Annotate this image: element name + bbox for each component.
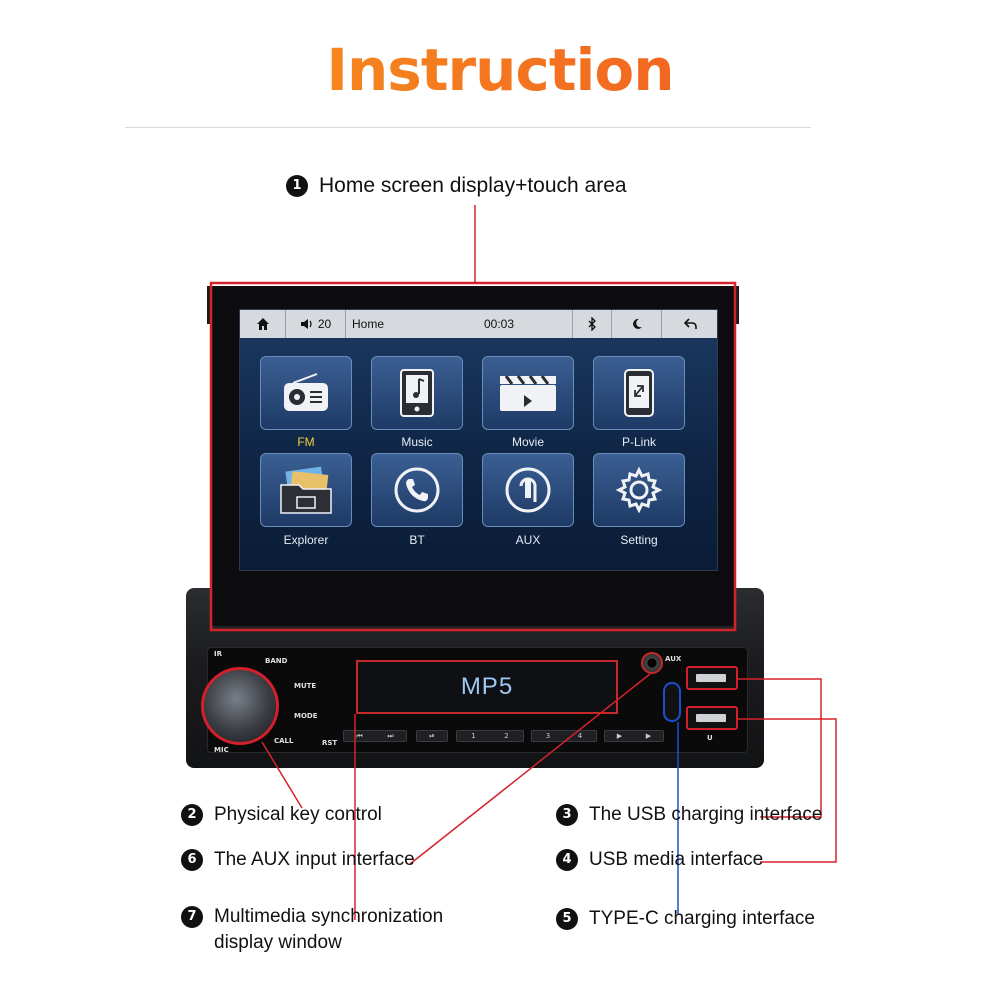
app-movie[interactable]	[482, 356, 574, 430]
night-mode-button[interactable]	[612, 310, 662, 338]
preset-4-label: 4	[577, 732, 583, 740]
bluetooth-status[interactable]	[572, 310, 612, 338]
callout-4-number: 4	[556, 849, 578, 871]
phone-call-icon	[394, 467, 440, 513]
clapperboard-icon	[500, 375, 556, 411]
volume-indicator[interactable]: 20	[286, 310, 346, 338]
band-button[interactable]: BAND	[265, 657, 288, 665]
callout-7: 7 Multimedia synchronization display win…	[181, 904, 464, 956]
folder-photos-icon	[280, 466, 332, 514]
music-file-icon	[400, 369, 434, 417]
multimedia-display-window: MP5	[356, 660, 618, 714]
callout-4: 4 USB media interface	[556, 847, 763, 873]
reset-button[interactable]: RST	[322, 739, 338, 747]
usb-charging-port[interactable]	[686, 666, 738, 690]
app-fm[interactable]	[260, 356, 352, 430]
preset-3-label: 3	[545, 732, 551, 740]
app-plink[interactable]	[593, 356, 685, 430]
page-title: Instruction	[0, 34, 1000, 106]
mode-button[interactable]: MODE	[294, 712, 318, 720]
next-track-icon: ⏭	[387, 731, 394, 740]
title-area: Home 00:03	[346, 310, 572, 338]
usb-charging-port-slot	[696, 674, 726, 682]
callout-1: 1 Home screen display+touch area	[286, 173, 627, 199]
previous-track-icon: ⏮	[356, 731, 363, 740]
bluetooth-icon	[588, 317, 596, 331]
callout-3-text: The USB charging interface	[589, 804, 823, 825]
app-aux[interactable]	[482, 453, 574, 527]
callout-2: 2 Physical key control	[181, 802, 382, 828]
play-pause-icon: ⏯	[429, 731, 435, 740]
preset-1-label: 1	[471, 732, 476, 740]
touch-display[interactable]: 20 Home 00:03 FM Music	[239, 309, 718, 571]
aux-plug-icon	[505, 467, 551, 513]
usb-media-port[interactable]	[686, 706, 738, 730]
callout-5: 5 TYPE-C charging interface	[556, 906, 815, 932]
app-bt-label: BT	[409, 533, 425, 547]
moon-icon	[632, 318, 642, 329]
app-movie-label: Movie	[511, 435, 544, 449]
phone-link-icon	[624, 369, 654, 417]
callout-5-text: TYPE-C charging interface	[589, 908, 815, 929]
speaker-icon	[300, 319, 312, 329]
current-page-label: Home	[352, 317, 385, 331]
mute-button[interactable]: MUTE	[294, 682, 317, 690]
mic-label: MIC	[214, 746, 229, 754]
prev-next-buttons[interactable]: ⏮⏭	[343, 730, 407, 742]
aux-input-jack[interactable]	[641, 652, 663, 674]
repeat-icon: ▶	[616, 732, 623, 740]
app-aux-label: AUX	[515, 533, 541, 547]
app-setting-label: Setting	[620, 533, 658, 547]
app-bt[interactable]	[371, 453, 463, 527]
play-pause-button[interactable]: ⏯	[416, 730, 448, 742]
callout-2-text: Physical key control	[214, 804, 382, 825]
preset-2-label: 2	[504, 732, 509, 740]
callout-1-text: Home screen display+touch area	[319, 174, 627, 197]
app-plink-label: P-Link	[621, 435, 656, 449]
back-arrow-icon	[683, 318, 697, 329]
callout-4-text: USB media interface	[589, 849, 764, 870]
call-button[interactable]: CALL	[274, 737, 294, 745]
callout-3: 3 The USB charging interface	[556, 802, 822, 828]
app-music[interactable]	[371, 356, 463, 430]
callout-3-number: 3	[556, 804, 578, 826]
typec-port[interactable]	[663, 682, 681, 722]
app-explorer-label: Explorer	[283, 533, 329, 547]
callout-7-number: 7	[181, 906, 203, 928]
home-icon	[256, 318, 269, 330]
usb-media-port-slot	[696, 714, 726, 722]
app-explorer[interactable]	[260, 453, 352, 527]
app-setting[interactable]	[593, 453, 685, 527]
volume-level: 20	[317, 317, 332, 331]
back-button[interactable]	[662, 310, 717, 338]
app-music-label: Music	[401, 435, 433, 449]
repeat-shuffle-button[interactable]: ▶▶	[604, 730, 664, 742]
ir-label: IR	[214, 650, 222, 658]
radio-icon	[284, 373, 328, 411]
home-button[interactable]	[240, 310, 286, 338]
aux-label: AUX	[665, 655, 682, 663]
callout-2-number: 2	[181, 804, 203, 826]
callout-7-text: Multimedia synchronization display windo…	[214, 906, 444, 953]
callout-6-number: 6	[181, 849, 203, 871]
usb-label: U	[707, 734, 713, 742]
callout-6: 6 The AUX input interface	[181, 847, 415, 873]
callout-6-text: The AUX input interface	[214, 849, 415, 870]
callout-1-number: 1	[286, 175, 308, 197]
volume-knob[interactable]	[201, 667, 279, 745]
gear-icon	[615, 466, 663, 514]
title-divider	[125, 127, 811, 128]
shuffle-icon: ▶	[645, 732, 652, 740]
clock: 00:03	[483, 317, 514, 331]
status-bar: 20 Home 00:03	[240, 310, 717, 338]
app-fm-label: FM	[297, 435, 315, 449]
callout-5-number: 5	[556, 908, 578, 930]
